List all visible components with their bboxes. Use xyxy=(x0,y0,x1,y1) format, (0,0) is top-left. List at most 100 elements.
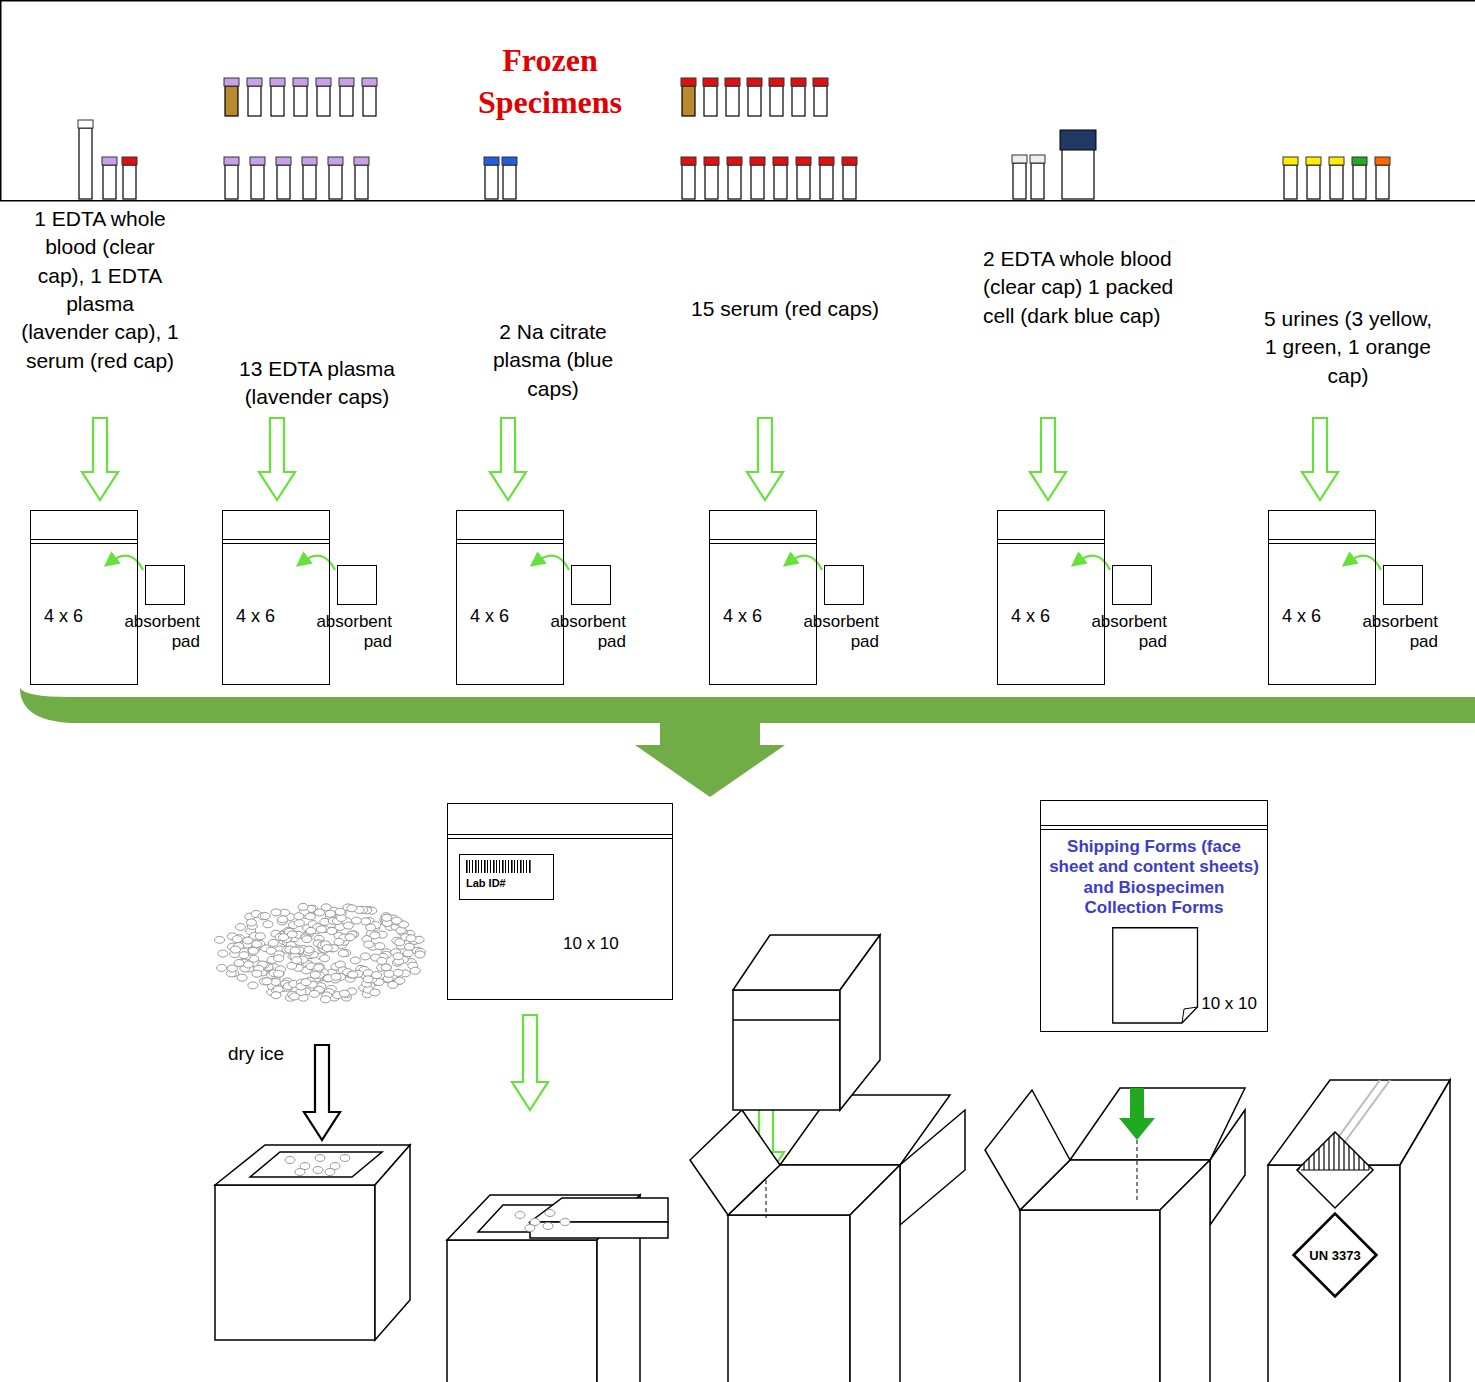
ice-pellet xyxy=(255,933,265,940)
barcode-bar xyxy=(523,860,524,873)
specimen-tube xyxy=(704,157,719,199)
specimen-tube xyxy=(1375,157,1390,199)
specimen-caption: 1 EDTA whole blood (clear cap), 1 EDTA p… xyxy=(20,205,180,375)
un3373-diamond: UN 3373 xyxy=(1292,1212,1378,1298)
barcode-bar xyxy=(481,860,482,873)
specimen-tube xyxy=(747,78,762,116)
sealed-box xyxy=(1268,1080,1450,1382)
ice-pellet xyxy=(246,919,256,926)
fold-arrow xyxy=(1348,556,1381,570)
ice-pellet xyxy=(305,913,315,920)
specimen-tube xyxy=(773,157,788,199)
packing-tape xyxy=(1318,1080,1390,1180)
node-text: absorbent pad xyxy=(779,612,879,651)
outer-box-forms xyxy=(985,1088,1245,1382)
sheet-fold xyxy=(1182,1007,1198,1023)
ice-pellet xyxy=(560,1219,570,1226)
specimen-tube xyxy=(362,78,377,116)
ice-pellet xyxy=(388,981,398,988)
label-slot: 5 urines (3 yellow, 1 green, 1 orange ca… xyxy=(1258,305,1438,390)
tube-cap xyxy=(842,157,857,165)
tube-body xyxy=(271,86,284,116)
ice-pellet xyxy=(351,917,361,924)
specimen-tube xyxy=(276,157,291,199)
tube-cap xyxy=(1012,155,1027,163)
right-flap xyxy=(1210,1110,1245,1225)
fold-arrow xyxy=(110,556,143,570)
hazard-stripe xyxy=(1313,1130,1314,1170)
tube-body xyxy=(704,86,717,116)
barcode-bar xyxy=(511,860,513,873)
specimen-tube xyxy=(122,157,137,199)
specimen-bag: 4 x 6 xyxy=(456,510,564,685)
tube-cap xyxy=(819,157,834,165)
tube-body xyxy=(682,86,695,116)
ice-pellet xyxy=(262,978,272,985)
tube-cap xyxy=(1329,157,1344,165)
barcode-bar xyxy=(508,860,509,873)
lab-id-label: Lab ID# xyxy=(459,854,554,900)
label-slot: dry ice xyxy=(228,1043,303,1065)
tube-body xyxy=(251,165,264,199)
zip-seal xyxy=(31,539,137,544)
tube-cap xyxy=(484,157,499,165)
node-text: absorbent pad xyxy=(1067,612,1167,651)
hazard-stripe xyxy=(1308,1130,1309,1170)
ice-pellet xyxy=(294,913,304,920)
packed-cell-jar xyxy=(1062,148,1094,199)
ice-pellet xyxy=(236,923,246,930)
barcode-bar xyxy=(472,860,473,873)
tube-body xyxy=(843,165,856,199)
specimen-tube xyxy=(250,157,265,199)
down-arrow xyxy=(82,418,118,500)
barcode-bar xyxy=(493,860,495,873)
ice-pellet xyxy=(294,920,304,927)
box-front xyxy=(733,990,840,1110)
diagram-title: Frozen Specimens xyxy=(455,40,645,123)
class9-divider xyxy=(1301,1170,1369,1171)
tube-body xyxy=(303,165,316,199)
specimen-tube xyxy=(328,157,343,199)
label-slot: 1 EDTA whole blood (clear cap), 1 EDTA p… xyxy=(20,205,180,375)
hazard-stripe xyxy=(1318,1130,1319,1170)
tube-body xyxy=(355,165,368,199)
tube-cap xyxy=(276,157,291,165)
ice-pellet xyxy=(370,989,380,996)
specimen-tube xyxy=(813,78,828,116)
hazard-stripe xyxy=(1368,1130,1369,1170)
ice-pellet xyxy=(340,990,350,997)
hazard-stripe xyxy=(1338,1130,1339,1170)
specimen-tube xyxy=(727,157,742,199)
specimen-tube xyxy=(224,78,239,116)
absorbent-pad: absorbent pad xyxy=(1112,565,1152,605)
down-arrow xyxy=(1030,418,1066,500)
ice-pellet xyxy=(525,1225,535,1232)
tube-body xyxy=(340,86,353,116)
ice-pellet xyxy=(377,957,387,964)
absorbent-pad: absorbent pad xyxy=(145,565,185,605)
ice-pellet xyxy=(289,993,299,1000)
ice-pellet xyxy=(315,1155,325,1162)
tube-set xyxy=(78,78,1390,199)
ice-pellet xyxy=(375,943,385,950)
ice-pellet xyxy=(274,970,284,977)
ice-pellet xyxy=(366,924,376,931)
box-opening xyxy=(250,1152,382,1177)
left-flap xyxy=(985,1090,1070,1210)
title-slot: Frozen Specimens xyxy=(455,40,645,123)
tube-body xyxy=(774,165,787,199)
node-text: Lab ID# xyxy=(466,877,553,889)
forms-title: Shipping Forms (face sheet and content s… xyxy=(1047,837,1261,919)
tube-body xyxy=(123,165,136,199)
box-side xyxy=(1160,1160,1210,1382)
forms-bag: Shipping Forms (face sheet and content s… xyxy=(1040,800,1268,1032)
specimen-tube xyxy=(316,78,331,116)
tube-body xyxy=(248,86,261,116)
zip-seal xyxy=(1041,825,1267,830)
barcode-bar xyxy=(466,860,468,873)
tube-body xyxy=(277,165,290,199)
hazard-stripe xyxy=(1328,1130,1329,1170)
specimen-tube xyxy=(725,78,740,116)
specimen-tube xyxy=(796,157,811,199)
tube-cap xyxy=(773,157,788,165)
